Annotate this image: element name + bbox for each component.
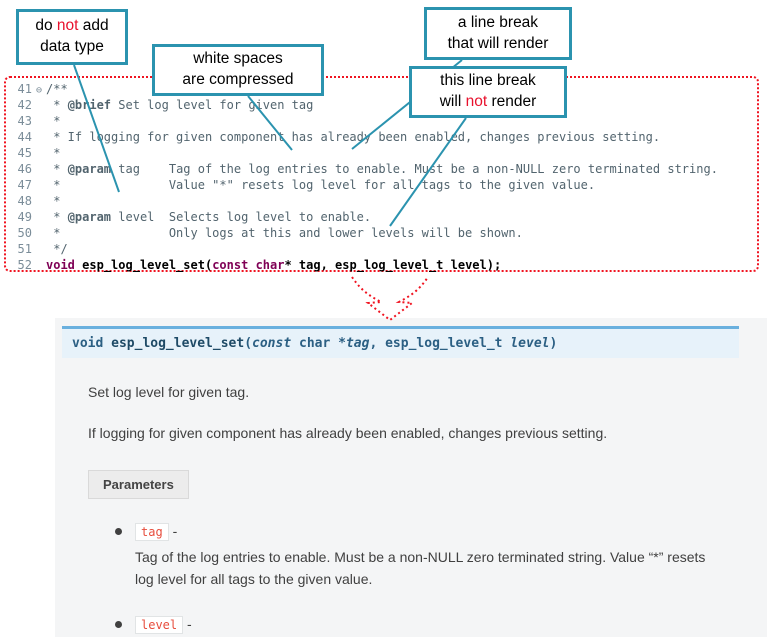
code-line: 48 * — [17, 194, 61, 208]
code-line: 41⊖/** — [12, 81, 757, 97]
callout-white-spaces-compressed: white spaces are compressed — [152, 44, 324, 96]
callout-line: this line break — [440, 72, 536, 90]
callout-line: will not render — [439, 93, 537, 110]
code-line: 50 * Only logs at this and lower levels … — [17, 226, 523, 240]
callout-line: are compressed — [182, 71, 294, 88]
callout-line: do not add — [35, 17, 109, 35]
callout-line: a line break — [457, 13, 539, 31]
bullet-icon — [115, 621, 122, 629]
code-line: 47 * Value "*" resets log level for all … — [17, 178, 596, 192]
code-lines: 41⊖/**42 * @brief Set log level for give… — [12, 81, 757, 273]
callout-do-not-add-data-type: do not add data type — [16, 9, 128, 65]
rendered-docs-panel: void esp_log_level_set(const char *tag, … — [55, 318, 767, 637]
bullet-icon — [115, 528, 122, 535]
param-name-literal: tag — [135, 523, 169, 541]
param-description: Tag of the log entries to enable. Must b… — [135, 549, 706, 587]
code-line: 49 * @param level Selects log level to e… — [17, 210, 372, 224]
callout-line: that will render — [447, 34, 549, 52]
parameters-heading: Parameters — [88, 470, 189, 499]
callout-line: white spaces — [193, 50, 283, 68]
dotted-arrow-icon — [351, 276, 429, 322]
code-line: 51 */ — [17, 242, 68, 256]
code-line: 45 * — [17, 146, 61, 160]
parameter-item: tag -Tag of the log entries to enable. M… — [115, 523, 727, 590]
source-code-block: 41⊖/**42 * @brief Set log level for give… — [4, 76, 759, 272]
docs-detail-text: If logging for given component has alrea… — [88, 425, 608, 441]
callout-line-break-not-render: this line break will not render — [409, 66, 567, 118]
param-name-literal: level — [135, 616, 184, 635]
code-line: 44 * If logging for given component has … — [17, 130, 661, 144]
parameter-list: tag -Tag of the log entries to enable. M… — [115, 523, 727, 637]
code-line: 42 * @brief Set log level for given tag — [17, 98, 314, 112]
docs-brief-text: Set log level for given tag. — [88, 384, 250, 400]
callout-line: data type — [40, 38, 104, 55]
code-line: 43 * — [17, 114, 61, 128]
code-line: 46 * @param tag Tag of the log entries t… — [17, 162, 718, 176]
parameter-item: level -Selects log level to enable. Only… — [115, 616, 727, 637]
callout-line-break-renders: a line break that will render — [424, 7, 572, 60]
fold-collapse-icon[interactable]: ⊖ — [35, 85, 43, 96]
function-signature: void esp_log_level_set(const char *tag, … — [62, 326, 739, 358]
